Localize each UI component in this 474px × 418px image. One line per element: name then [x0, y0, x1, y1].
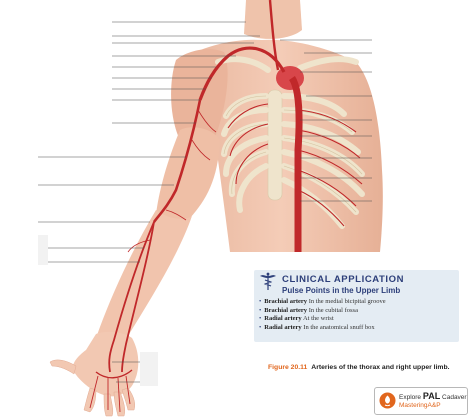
common-carotid-artery — [268, 0, 280, 71]
hand — [72, 331, 139, 397]
pulse-point-item: •Radial artery At the wrist — [259, 315, 386, 324]
ulnar-artery — [121, 221, 155, 373]
label-placeholders — [38, 235, 158, 386]
clinical-heading: CLINICAL APPLICATION — [282, 274, 405, 285]
leader-lines-left — [38, 21, 260, 383]
pulse-point-item: •Brachial artery In the cubital fossa — [259, 307, 386, 316]
intercostal-arteries — [227, 103, 363, 227]
pulse-point-artery: Radial artery — [264, 323, 302, 331]
digital-arteries — [89, 375, 131, 413]
descending-aorta — [288, 76, 303, 252]
clinical-application-box: CLINICAL APPLICATION Pulse Points in the… — [254, 270, 459, 342]
sternum — [267, 89, 283, 201]
heart — [276, 66, 304, 90]
arm-branches — [127, 109, 217, 253]
rib-outlines — [223, 95, 363, 213]
clinical-subheading: Pulse Points in the Upper Limb — [282, 286, 401, 295]
pulse-point-item: •Brachial artery In the medial bicipital… — [259, 298, 386, 307]
forearm — [96, 210, 192, 344]
figure-title: Arteries of the thorax and right upper l… — [311, 364, 450, 371]
pulse-point-list: •Brachial artery In the medial bicipital… — [259, 298, 386, 332]
leader-lines-right — [280, 39, 372, 202]
radial-artery — [108, 221, 155, 373]
brachial-artery — [152, 99, 202, 223]
figure-number: Figure 20.11 — [268, 364, 308, 371]
pulse-point-artery: Brachial artery — [264, 306, 308, 314]
fingers — [49, 359, 135, 417]
pulse-point-location: In the medial bicipital groove — [308, 298, 386, 305]
pulse-point-location: In the cubital fossa — [308, 306, 358, 314]
pal-suffix: Cadaver — [442, 394, 467, 401]
pal-line-1: Explore PAL Cadaver — [399, 391, 467, 401]
neck — [244, 0, 302, 39]
bullet-icon: • — [259, 298, 262, 305]
bullet-icon: • — [259, 315, 262, 322]
bullet-icon: • — [259, 306, 262, 314]
pulse-point-location: In the anatomical snuff box — [303, 323, 375, 331]
pulse-point-item: •Radial artery In the anatomical snuff b… — [259, 324, 386, 333]
pal-logo-icon — [379, 392, 396, 409]
pulse-point-location: At the wrist — [302, 315, 334, 322]
pulse-point-artery: Brachial artery — [264, 298, 308, 305]
palmar-arch — [95, 369, 133, 379]
pulse-point-artery: Radial artery — [264, 315, 302, 322]
pal-prefix: Explore — [399, 394, 422, 401]
explore-pal-badge[interactable]: Explore PAL Cadaver MasteringA&P — [374, 387, 468, 415]
pal-brand: PAL — [422, 391, 441, 401]
caduceus-icon — [260, 272, 276, 290]
bullet-icon: • — [259, 323, 262, 331]
pal-line-2: MasteringA&P — [399, 402, 441, 409]
